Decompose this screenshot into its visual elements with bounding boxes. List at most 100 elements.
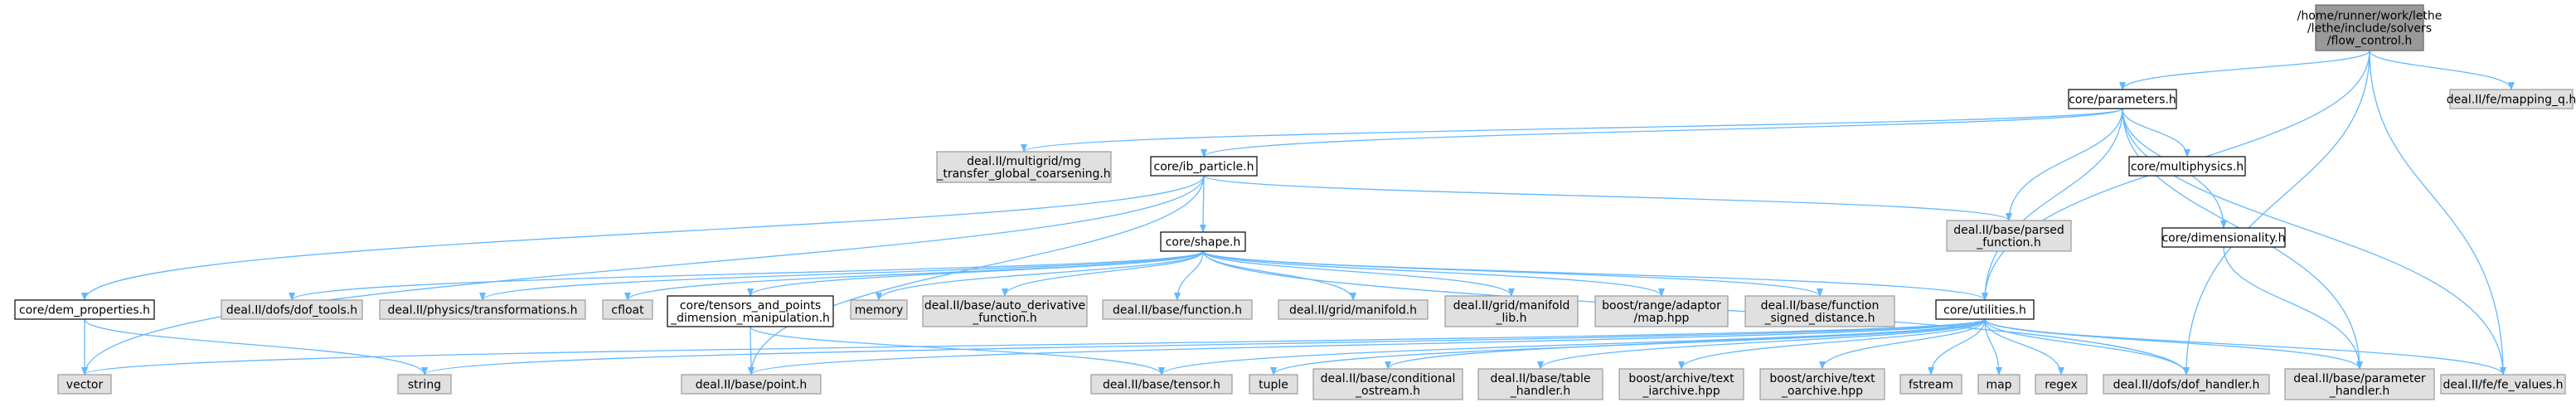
node-box-mapping_q (2449, 89, 2574, 109)
node-label-tuple-0: tuple (1259, 379, 1288, 392)
node-label-auto_derivative-1: _function.h (972, 312, 1037, 325)
edge-shape-to-tensors_points (747, 250, 1204, 297)
node-box-function (1102, 299, 1253, 320)
node-parameters[interactable]: core/parameters.h (2068, 89, 2177, 109)
edge-parameters-to-fe_values (2122, 108, 2506, 376)
node-box-mg_transfer (936, 151, 1112, 183)
node-shape[interactable]: core/shape.h (1160, 231, 1246, 252)
node-box-cfloat (602, 299, 653, 320)
node-box-dimensionality (2161, 227, 2286, 248)
edge-shape-to-range_adaptor (1202, 250, 1665, 297)
node-box-parameters (2068, 89, 2177, 109)
node-label-shape-0: core/shape.h (1166, 236, 1241, 250)
node-fstream: fstream (1899, 374, 1962, 395)
edge-shape-to-transformations (479, 250, 1204, 301)
node-parameter_handler: deal.II/base/parameter_handler.h (2284, 368, 2435, 400)
node-signed_distance: deal.II/base/function_signed_distance.h (1744, 295, 1895, 327)
node-label-parsed_function-1: _function.h (1976, 236, 2041, 250)
node-mg_transfer: deal.II/multigrid/mg_transfer_global_coa… (936, 151, 1112, 183)
node-label-map-0: map (1986, 379, 2011, 392)
node-label-parameters-0: core/parameters.h (2069, 94, 2176, 107)
edge-root-to-parameters (2119, 50, 2370, 90)
node-box-point (681, 374, 822, 395)
node-label-ib_particle-0: core/ib_particle.h (1154, 161, 1254, 174)
node-label-range_adaptor-1: /map.hpp (1634, 312, 1690, 325)
node-tensor: deal.II/base/tensor.h (1090, 374, 1233, 395)
node-range_adaptor: boost/range/adaptor/map.hpp (1594, 295, 1729, 327)
node-parsed_function: deal.II/base/parsed_function.h (1946, 220, 2072, 252)
edge-utilities-to-string (421, 318, 1986, 376)
edge-utilities-to-fstream (1928, 318, 1986, 376)
edge-utilities-to-tuple (1270, 318, 1986, 376)
node-label-manifold_lib-1: _lib.h (1496, 312, 1527, 325)
node-tensors_points[interactable]: core/tensors_and_points_dimension_manipu… (667, 295, 834, 327)
node-box-text_iarchive (1618, 368, 1744, 400)
node-box-tensors_points (667, 295, 834, 327)
node-box-parameter_handler (2284, 368, 2435, 400)
edge-utilities-to-dof_handler (1984, 318, 2190, 376)
node-box-root (2315, 4, 2424, 51)
node-label-signed_distance-1: _signed_distance.h (1763, 312, 1875, 325)
node-label-dof_tools-0: deal.II/dofs/dof_tools.h (226, 304, 357, 317)
edge-ib_particle-to-parsed_function (1203, 175, 2012, 221)
node-box-transformations (379, 299, 586, 320)
node-label-mapping_q-0: deal.II/fe/mapping_q.h (2447, 94, 2576, 107)
node-dof_tools: deal.II/dofs/dof_tools.h (221, 299, 363, 320)
node-box-multiphysics (2128, 156, 2246, 177)
node-box-fstream (1899, 374, 1962, 395)
node-label-point-0: deal.II/base/point.h (696, 379, 808, 392)
node-mapping_q: deal.II/fe/mapping_q.h (2447, 89, 2576, 109)
edge-tensors_points-to-point (747, 326, 754, 376)
edge-shape-to-dof_tools (289, 250, 1204, 301)
node-label-root-0: /home/runner/work/lethe (2297, 10, 2443, 23)
node-dimensionality[interactable]: core/dimensionality.h (2161, 227, 2286, 248)
edge-ib_particle-to-point (748, 175, 1205, 376)
node-label-dem_properties-0: core/dem_properties.h (19, 304, 150, 317)
edge-utilities-to-map (1984, 318, 2002, 376)
node-label-signed_distance-0: deal.II/base/function (1761, 299, 1880, 313)
node-label-text_iarchive-0: boost/archive/text (1628, 372, 1734, 385)
edge-root-to-fe_values (2369, 50, 2506, 376)
edge-root-to-dof_handler (2183, 50, 2370, 376)
node-label-auto_derivative-0: deal.II/base/auto_derivative (924, 299, 1085, 313)
node-label-parameter_handler-0: deal.II/base/parameter (2293, 372, 2426, 385)
node-label-parsed_function-0: deal.II/base/parsed (1953, 224, 2064, 237)
node-utilities[interactable]: core/utilities.h (1935, 299, 2035, 320)
node-box-vector (57, 374, 112, 395)
node-label-transformations-0: deal.II/physics/transformations.h (388, 304, 578, 317)
node-label-fstream-0: fstream (1909, 379, 1953, 392)
node-label-vector-0: vector (66, 379, 104, 392)
node-label-tensor-0: deal.II/base/tensor.h (1103, 379, 1220, 392)
edge-dimensionality-to-parameter_handler (2223, 246, 2363, 370)
node-table_handler: deal.II/base/table_handler.h (1477, 368, 1603, 400)
edge-shape-to-function (1174, 250, 1204, 301)
node-box-cond_ostream (1312, 368, 1463, 400)
node-box-parsed_function (1946, 220, 2072, 252)
node-box-manifold (1278, 299, 1429, 320)
edge-tensors_points-to-tensor (750, 326, 1165, 376)
node-memory: memory (850, 299, 908, 320)
edge-layer (81, 50, 2515, 376)
node-label-mg_transfer-1: _transfer_global_coarsening.h (936, 167, 1110, 181)
node-root[interactable]: /home/runner/work/lethe/lethe/include/so… (2297, 4, 2443, 51)
edge-utilities-to-table_handler (1537, 318, 1986, 370)
node-dem_properties[interactable]: core/dem_properties.h (14, 299, 155, 320)
edge-utilities-to-text_iarchive (1678, 318, 1986, 370)
edge-root-to-mapping_q (2369, 50, 2515, 90)
node-label-range_adaptor-0: boost/range/adaptor (1602, 299, 1721, 313)
node-text_iarchive: boost/archive/text_iarchive.hpp (1618, 368, 1744, 400)
node-box-regex (2035, 374, 2088, 395)
node-box-map (1977, 374, 2021, 395)
node-box-string (397, 374, 452, 395)
node-multiphysics[interactable]: core/multiphysics.h (2128, 156, 2246, 177)
node-map: map (1977, 374, 2021, 395)
node-function: deal.II/base/function.h (1102, 299, 1253, 320)
node-label-string-0: string (408, 379, 441, 392)
node-label-table_handler-0: deal.II/base/table (1491, 372, 1591, 385)
node-auto_derivative: deal.II/base/auto_derivative_function.h (922, 295, 1088, 327)
node-point: deal.II/base/point.h (681, 374, 822, 395)
node-label-root-2: /flow_control.h (2327, 35, 2412, 48)
node-label-fe_values-0: deal.II/fe/fe_values.h (2443, 379, 2563, 392)
node-ib_particle[interactable]: core/ib_particle.h (1150, 156, 1258, 177)
